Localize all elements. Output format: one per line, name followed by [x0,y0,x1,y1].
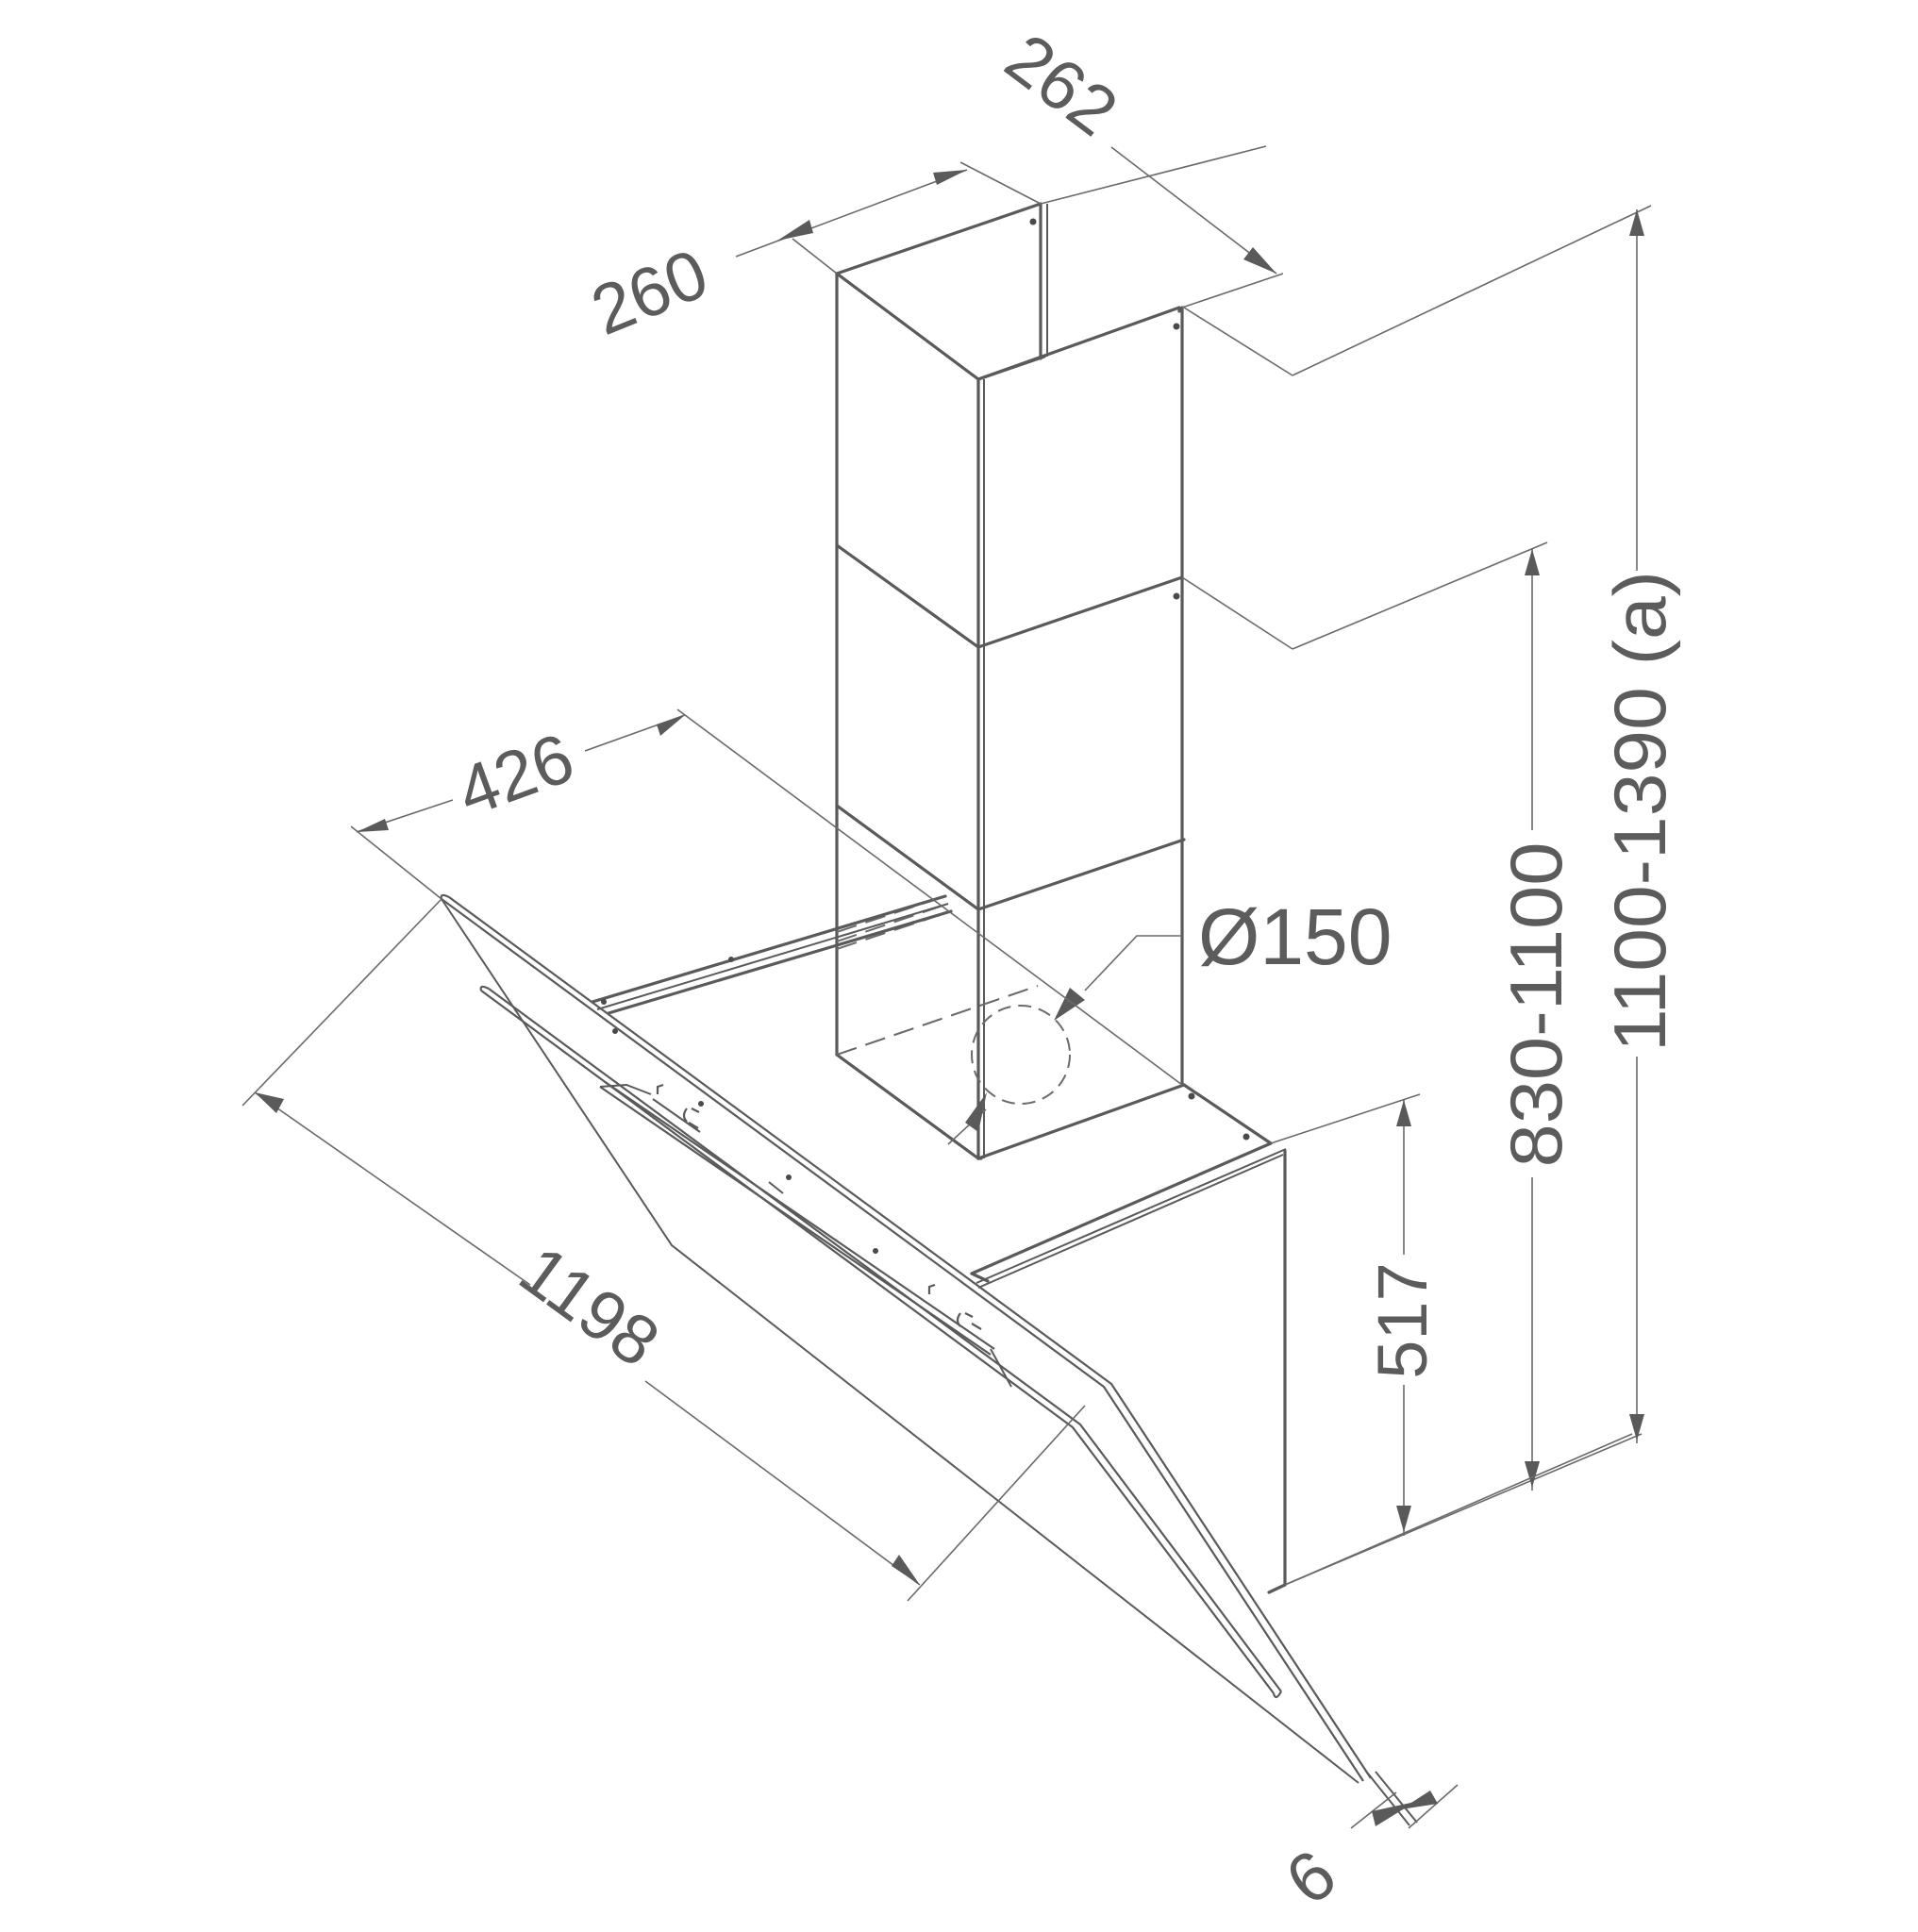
dimension-chimney-depth: 262 [992,18,1284,308]
chimney-base [835,985,1186,1160]
glass-panel [440,893,1418,1826]
dimension-label-duct-diameter: Ø150 [1198,892,1393,981]
chimney-joint-lower [835,804,1186,911]
dimension-chimney-width: 260 [581,161,1042,350]
dimension-label-chimney-width: 260 [581,234,719,350]
control-button-icon [656,1083,700,1129]
dimension-label-glass-width: 1198 [506,1230,674,1382]
dimension-label-body-height: 517 [1363,1262,1442,1378]
chimney-joint-middle [835,543,1184,649]
dimension-chimney-height: 830-1100 [1181,541,1577,1491]
control-button-icon [927,1283,982,1330]
dimension-body-height: 517 [1270,1093,1633,1586]
duct-outlet [971,1005,1071,1105]
dimension-label-glass-thickness: 6 [1272,1835,1351,1921]
control-strip [599,1080,1012,1388]
dimension-overall-height: 1100-1390 (a) [1183,205,1681,1586]
dimension-duct-diameter: Ø150 [947,892,1393,1145]
dimension-glass-thickness: 6 [1272,1784,1459,1921]
dimension-label-overall-height: 1100-1390 (a) [1598,571,1681,1052]
dimension-label-chimney-depth: 262 [992,18,1132,151]
dimension-hood-depth: 426 [350,708,1183,1086]
dimension-glass-width: 1198 [242,898,1086,1602]
dimension-label-chimney-height: 830-1100 [1494,842,1577,1168]
hood-body [591,894,1287,1594]
chimney [835,202,1186,1160]
chimney-upper-section [835,202,1181,381]
dimension-label-hood-depth: 426 [447,718,583,831]
